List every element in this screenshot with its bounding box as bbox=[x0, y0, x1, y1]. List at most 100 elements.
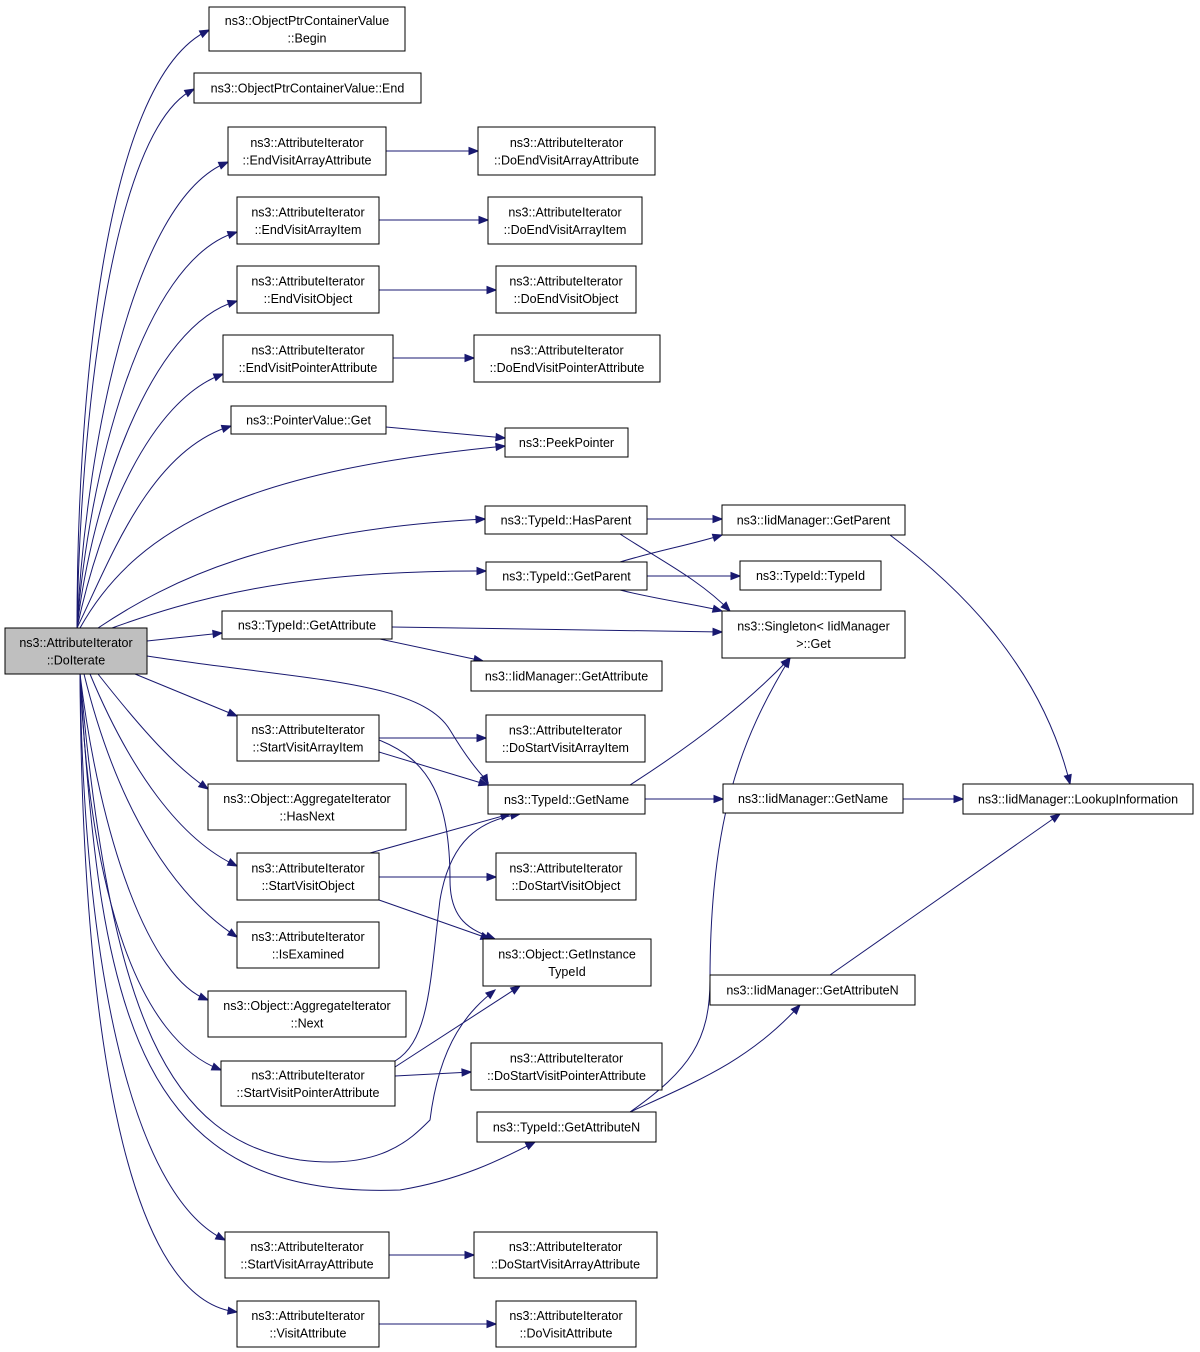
edge-root-to-hasnext bbox=[97, 673, 210, 790]
node-hasparent-label-0: ns3::TypeId::HasParent bbox=[501, 514, 632, 528]
node-pvget[interactable]: ns3::PointerValue::Get bbox=[230, 405, 387, 435]
node-pvget-label-0: ns3::PointerValue::Get bbox=[246, 414, 371, 428]
edge-svpa-to-dosvpa-arrowhead bbox=[461, 1068, 473, 1077]
node-iidgetparent[interactable]: ns3::IidManager::GetParent bbox=[721, 504, 906, 536]
node-doevo[interactable]: ns3::AttributeIterator::DoEndVisitObject bbox=[495, 265, 637, 314]
node-isexamined-box bbox=[236, 921, 380, 969]
node-evai-label-0: ns3::AttributeIterator bbox=[251, 205, 364, 219]
node-dosvaa[interactable]: ns3::AttributeIterator::DoStartVisitArra… bbox=[473, 1231, 658, 1279]
node-lookup[interactable]: ns3::IidManager::LookupInformation bbox=[962, 783, 1194, 815]
node-dova[interactable]: ns3::AttributeIterator::DoVisitAttribute bbox=[495, 1300, 637, 1348]
edge-svo-to-getinstance-line bbox=[378, 899, 491, 940]
node-iidgetname[interactable]: ns3::IidManager::GetName bbox=[722, 783, 904, 814]
node-hasnext[interactable]: ns3::Object::AggregateIterator::HasNext bbox=[207, 783, 407, 831]
edge-svai-to-dosvai bbox=[379, 733, 488, 743]
edge-root-to-va-arrowhead bbox=[226, 1306, 239, 1315]
node-evo-label-0: ns3::AttributeIterator bbox=[251, 274, 364, 288]
node-root-box bbox=[4, 627, 148, 675]
node-svai[interactable]: ns3::AttributeIterator::StartVisitArrayI… bbox=[236, 714, 380, 762]
node-svai-label-0: ns3::AttributeIterator bbox=[251, 723, 364, 737]
edge-svpa-to-getinstance-line bbox=[394, 985, 521, 1068]
node-root-label-0: ns3::AttributeIterator bbox=[19, 636, 132, 650]
node-evpa[interactable]: ns3::AttributeIterator::EndVisitPointerA… bbox=[222, 334, 394, 383]
node-doevpa-label-0: ns3::AttributeIterator bbox=[510, 343, 623, 357]
edge-svaa-to-dosvaa-arrowhead bbox=[464, 1250, 476, 1260]
node-doevo-label-0: ns3::AttributeIterator bbox=[509, 274, 622, 288]
edge-root-to-evai-line bbox=[76, 231, 238, 629]
node-dosvo[interactable]: ns3::AttributeIterator::DoStartVisitObje… bbox=[495, 852, 637, 901]
node-getname-label-0: ns3::TypeId::GetName bbox=[504, 793, 629, 807]
edge-getparent-to-singleton bbox=[619, 589, 724, 613]
edge-getparent-to-singleton-line bbox=[619, 589, 723, 612]
node-singleton-label-1: >::Get bbox=[796, 637, 831, 651]
node-getparent[interactable]: ns3::TypeId::GetParent bbox=[485, 561, 648, 591]
node-getattribute[interactable]: ns3::TypeId::GetAttribute bbox=[221, 610, 393, 640]
node-doevpa-box bbox=[473, 334, 661, 383]
edge-getattribute-to-singleton-line bbox=[391, 626, 723, 633]
edge-root-to-svai-line bbox=[134, 673, 238, 717]
node-getname[interactable]: ns3::TypeId::GetName bbox=[487, 784, 646, 815]
edge-hasparent-to-singleton-line bbox=[619, 533, 731, 612]
node-doevaa[interactable]: ns3::AttributeIterator::DoEndVisitArrayA… bbox=[477, 126, 656, 176]
node-dova-label-0: ns3::AttributeIterator bbox=[509, 1309, 622, 1323]
edge-root-to-begin-arrowhead bbox=[198, 29, 211, 39]
edge-root-to-evpa-arrowhead bbox=[212, 373, 225, 382]
edge-root-to-next bbox=[79, 673, 210, 1001]
node-dosvaa-label-1: ::DoStartVisitArrayAttribute bbox=[491, 1257, 640, 1271]
node-begin-label-1: ::Begin bbox=[288, 31, 327, 45]
node-dosvpa[interactable]: ns3::AttributeIterator::DoStartVisitPoin… bbox=[470, 1042, 663, 1091]
node-dosvai-label-0: ns3::AttributeIterator bbox=[509, 723, 622, 737]
node-evaa[interactable]: ns3::AttributeIterator::EndVisitArrayAtt… bbox=[227, 126, 387, 176]
edge-root-to-va bbox=[79, 673, 239, 1315]
node-evo-box bbox=[236, 265, 380, 314]
node-evpa-box bbox=[222, 334, 394, 383]
node-dosvai-label-1: ::DoStartVisitArrayItem bbox=[502, 741, 629, 755]
edge-getattrn-to-singleton-arrowhead bbox=[781, 656, 791, 669]
edge-getparent-to-iidgetparent-arrowhead bbox=[711, 533, 724, 542]
edge-root-to-hasparent bbox=[97, 515, 487, 629]
edge-root-to-va-line bbox=[79, 673, 238, 1313]
node-root[interactable]: ns3::AttributeIterator::DoIterate bbox=[4, 627, 148, 675]
node-next[interactable]: ns3::Object::AggregateIterator::Next bbox=[207, 990, 407, 1038]
node-evo[interactable]: ns3::AttributeIterator::EndVisitObject bbox=[236, 265, 380, 314]
node-va[interactable]: ns3::AttributeIterator::VisitAttribute bbox=[236, 1300, 380, 1348]
node-hasparent[interactable]: ns3::TypeId::HasParent bbox=[484, 505, 648, 535]
node-doevai-label-1: ::DoEndVisitArrayItem bbox=[504, 223, 627, 237]
node-singleton-box bbox=[721, 610, 906, 659]
node-begin[interactable]: ns3::ObjectPtrContainerValue::Begin bbox=[208, 6, 406, 52]
edge-svpa-to-getinstance bbox=[394, 985, 522, 1068]
node-svpa[interactable]: ns3::AttributeIterator::StartVisitPointe… bbox=[220, 1060, 396, 1107]
node-typeid-box bbox=[739, 560, 882, 591]
node-peek[interactable]: ns3::PeekPointer bbox=[504, 427, 629, 458]
node-dosvo-label-0: ns3::AttributeIterator bbox=[509, 861, 622, 875]
node-typeid[interactable]: ns3::TypeId::TypeId bbox=[739, 560, 882, 591]
node-evai[interactable]: ns3::AttributeIterator::EndVisitArrayIte… bbox=[236, 196, 380, 245]
node-doevai[interactable]: ns3::AttributeIterator::DoEndVisitArrayI… bbox=[487, 196, 643, 245]
node-end[interactable]: ns3::ObjectPtrContainerValue::End bbox=[193, 72, 422, 104]
edge-root-to-getname-arrowhead bbox=[479, 773, 489, 786]
node-iidgetparent-box bbox=[721, 504, 906, 536]
node-lookup-box bbox=[962, 783, 1194, 815]
node-isexamined[interactable]: ns3::AttributeIterator::IsExamined bbox=[236, 921, 380, 969]
edge-getname-to-singleton-line bbox=[629, 657, 791, 786]
node-iidgetattrn[interactable]: ns3::IidManager::GetAttributeN bbox=[709, 974, 916, 1006]
node-svai-label-1: ::StartVisitArrayItem bbox=[253, 740, 364, 754]
node-peek-box bbox=[504, 427, 629, 458]
node-getattrn-box bbox=[476, 1111, 657, 1143]
node-dosvai[interactable]: ns3::AttributeIterator::DoStartVisitArra… bbox=[485, 714, 646, 763]
edge-root-to-hasparent-line bbox=[97, 518, 486, 629]
node-svpa-label-1: ::StartVisitPointerAttribute bbox=[237, 1086, 380, 1100]
node-svaa[interactable]: ns3::AttributeIterator::StartVisitArrayA… bbox=[224, 1231, 390, 1279]
node-dosvaa-label-0: ns3::AttributeIterator bbox=[509, 1240, 622, 1254]
node-getattrn[interactable]: ns3::TypeId::GetAttributeN bbox=[476, 1111, 657, 1143]
node-iidgetname-box bbox=[722, 783, 904, 814]
edge-iidgetname-to-lookup-arrowhead bbox=[953, 794, 965, 804]
edge-svpa-to-getinstance-arrowhead bbox=[509, 985, 522, 995]
node-doevpa[interactable]: ns3::AttributeIterator::DoEndVisitPointe… bbox=[473, 334, 661, 383]
edge-va-to-dova bbox=[379, 1319, 498, 1329]
node-singleton[interactable]: ns3::Singleton< IidManager >::Get bbox=[721, 610, 906, 659]
node-doevaa-label-0: ns3::AttributeIterator bbox=[510, 136, 623, 150]
node-svo[interactable]: ns3::AttributeIterator::StartVisitObject bbox=[236, 852, 380, 901]
node-iidgetattribute[interactable]: ns3::IidManager::GetAttribute bbox=[470, 660, 663, 692]
